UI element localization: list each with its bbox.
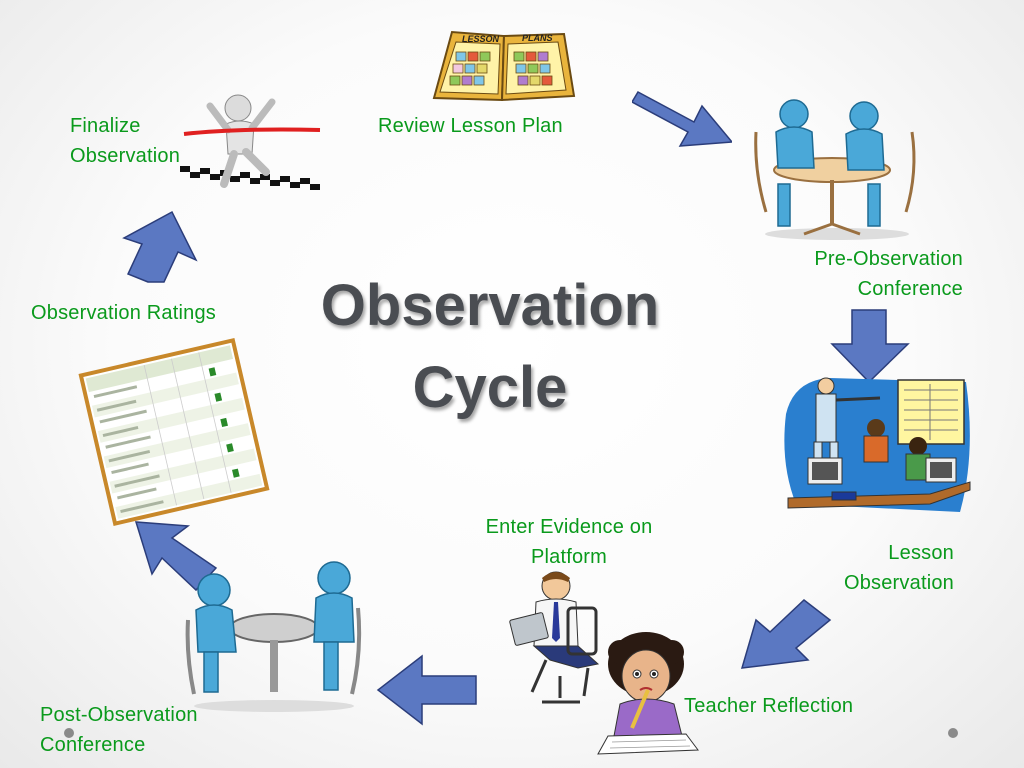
plans-word: PLANS xyxy=(522,33,553,43)
finalize-line-2: Observation xyxy=(70,145,181,167)
label-teacher-reflection: Teacher Reflection xyxy=(684,691,853,721)
lesson-plans-book-illustration: LESSON PLANS xyxy=(432,30,576,102)
lesson-observation-classroom-illustration xyxy=(784,377,971,512)
enter-evidence-line-1: Enter Evidence on xyxy=(485,516,653,538)
arrow-to-post-observation xyxy=(376,654,477,726)
corner-dot-right xyxy=(948,728,958,738)
pre-observation-line-1: Pre-Observation xyxy=(814,248,963,270)
title-line-1: Observation xyxy=(320,273,660,338)
review-lesson-plan-text: Review Lesson Plan xyxy=(378,115,563,137)
teacher-reflection-illustration xyxy=(597,632,699,755)
corner-dot-left xyxy=(64,728,74,738)
label-lesson-observation: Lesson Observation xyxy=(800,538,954,598)
post-observation-line-2: Conference xyxy=(40,734,146,756)
arrow-to-teacher-reflection xyxy=(740,599,832,669)
slide-title: Observation Cycle xyxy=(290,265,690,429)
label-review-lesson-plan: Review Lesson Plan xyxy=(378,111,563,141)
lesson-word: LESSON xyxy=(462,34,500,44)
enter-evidence-line-2: Platform xyxy=(530,546,608,568)
arrow-to-pre-observation xyxy=(632,91,732,147)
label-enter-evidence: Enter Evidence on Platform xyxy=(465,512,673,572)
observation-ratings-text: Observation Ratings xyxy=(31,302,217,324)
arrow-to-observation-ratings xyxy=(134,521,218,592)
post-observation-line-1: Post-Observation xyxy=(40,704,198,726)
label-post-observation-conference: Post-Observation Conference xyxy=(40,700,198,760)
lesson-observation-line-2: Observation xyxy=(843,572,954,594)
pre-observation-figures-illustration xyxy=(754,99,916,240)
label-observation-ratings: Observation Ratings xyxy=(31,298,216,328)
observation-ratings-rubric-illustration xyxy=(78,338,270,526)
finish-line-figure-illustration xyxy=(180,94,321,190)
teacher-reflection-text: Teacher Reflection xyxy=(684,695,854,717)
finalize-line-1: Finalize xyxy=(70,115,141,137)
enter-evidence-illustration xyxy=(509,571,600,704)
arrow-to-finalize xyxy=(122,210,198,283)
arrow-to-lesson-observation xyxy=(830,309,910,384)
title-line-2: Cycle xyxy=(412,355,568,420)
lesson-observation-line-1: Lesson xyxy=(888,542,954,564)
post-observation-figures-illustration xyxy=(185,561,362,712)
label-finalize-observation: Finalize Observation xyxy=(70,111,180,171)
label-pre-observation-conference: Pre-Observation Conference xyxy=(770,244,963,304)
pre-observation-line-2: Conference xyxy=(857,278,963,300)
